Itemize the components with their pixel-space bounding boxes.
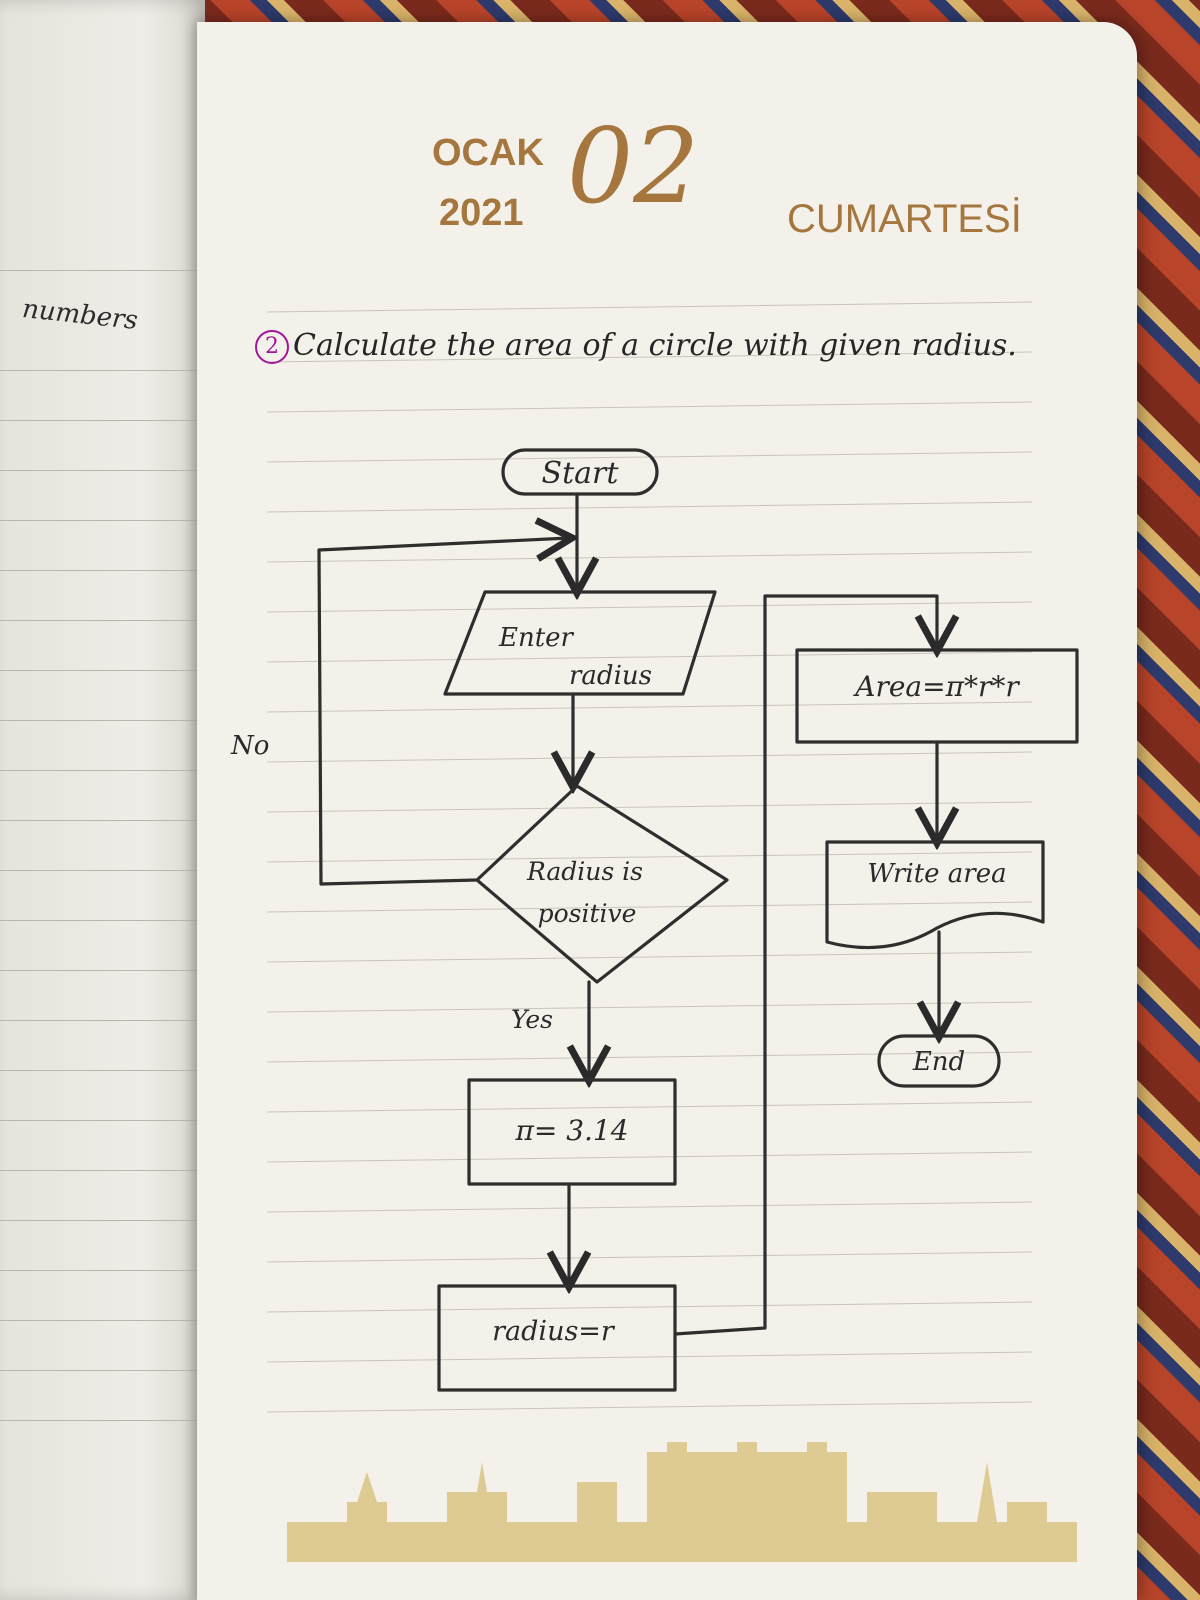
pi-assign-label: π= 3.14 — [514, 1114, 628, 1147]
ruled-line — [0, 620, 200, 621]
ruled-line — [0, 820, 200, 821]
ruled-line — [0, 1220, 200, 1221]
start-terminal — [501, 448, 659, 496]
yes-label: Yes — [511, 1005, 553, 1034]
input-label-line2: radius — [569, 661, 652, 691]
end-terminal — [877, 1034, 1001, 1088]
decision-label-line1: Radius is — [526, 857, 643, 886]
ruled-line — [0, 920, 200, 921]
flowchart: Start Enter radius Radius is positive Ye… — [230, 448, 1079, 1392]
decision-diamond — [475, 784, 729, 984]
input-parallelogram — [443, 590, 717, 696]
arrow-connector-to-area — [673, 594, 937, 1336]
pi-process-box — [467, 1078, 677, 1186]
header-weekday: CUMARTESİ — [787, 197, 1022, 241]
header-year: 2021 — [439, 192, 524, 234]
ruled-line — [0, 870, 200, 871]
ruled-line — [0, 670, 200, 671]
ruled-line — [0, 1320, 200, 1321]
task-text: Calculate the area of a circle with give… — [293, 328, 1017, 363]
output-label: Write area — [867, 859, 1006, 889]
ruled-line — [0, 270, 200, 271]
input-label-line1: Enter — [498, 623, 575, 653]
ruled-line — [0, 370, 200, 371]
ruled-line — [0, 1070, 200, 1071]
header-day: 02 — [567, 105, 700, 227]
header-month: OCAK — [432, 132, 544, 174]
ruled-line — [0, 970, 200, 971]
start-label: Start — [542, 456, 620, 491]
ruled-line — [0, 1270, 200, 1271]
ruled-line — [0, 520, 200, 521]
ruled-line — [0, 1170, 200, 1171]
ruled-line — [0, 1370, 200, 1371]
ruled-line — [0, 470, 200, 471]
decision-label-line2: positive — [538, 899, 637, 928]
radius-process-box — [437, 1284, 677, 1392]
ruled-lines — [266, 301, 1033, 1413]
arrow-no-loop — [317, 538, 569, 886]
end-label: End — [912, 1047, 965, 1077]
radius-assign-label: radius=r — [492, 1316, 616, 1347]
ruled-line — [0, 1120, 200, 1121]
output-document-shape — [825, 840, 1045, 950]
no-label: No — [230, 731, 269, 761]
ruled-line — [0, 720, 200, 721]
ruled-line — [0, 570, 200, 571]
ruled-line — [0, 420, 200, 421]
task-number-badge: 2 — [255, 330, 289, 364]
skyline-illustration — [287, 1442, 1077, 1562]
ruled-line — [0, 1420, 200, 1421]
left-page-word: numbers — [20, 294, 140, 336]
area-formula-label: Area=π*r*r — [852, 670, 1020, 703]
left-page: numbers — [0, 0, 205, 1600]
ruled-line — [0, 1020, 200, 1021]
ruled-line — [0, 770, 200, 771]
